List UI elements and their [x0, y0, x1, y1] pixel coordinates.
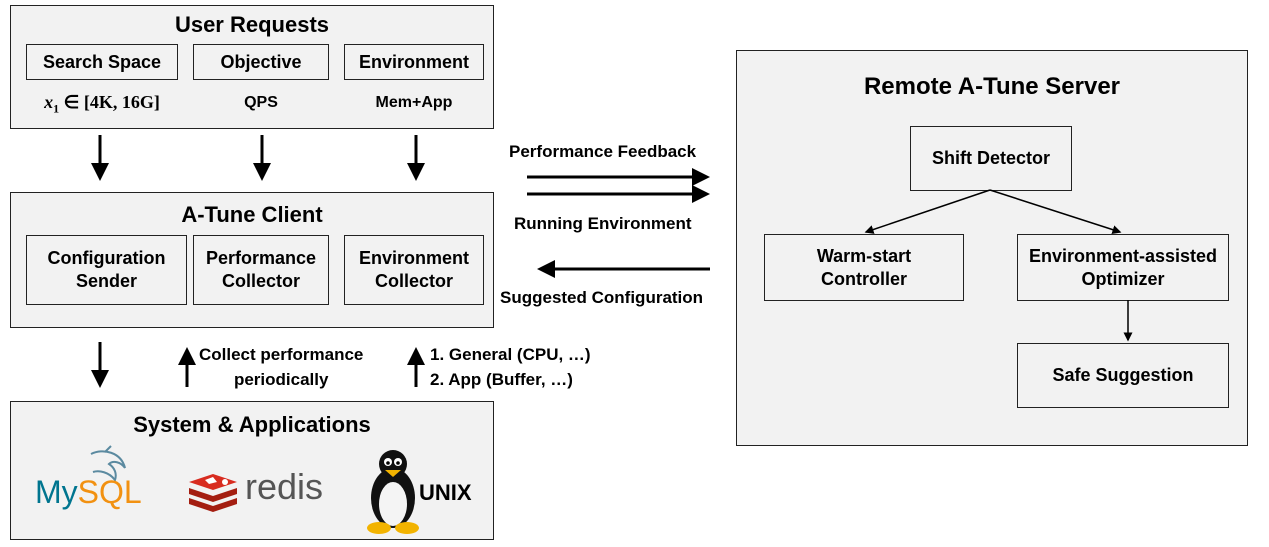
search-space-box: Search Space	[26, 44, 178, 80]
warm-start-controller-box: Warm-start Controller	[764, 234, 964, 301]
shift-detector-box: Shift Detector	[910, 126, 1072, 191]
environment-value: Mem+App	[375, 94, 453, 111]
performance-feedback-label: Performance Feedback	[509, 142, 697, 161]
system-panel: System & Applications MySQL redis	[10, 401, 494, 540]
mysql-text: MySQL	[35, 474, 142, 510]
objective-box: Objective	[193, 44, 329, 80]
suggested-configuration-label: Suggested Configuration	[500, 288, 704, 307]
collect-performance-label: Collect performance periodically	[199, 345, 364, 389]
user-requests-title: User Requests	[174, 12, 330, 37]
client-panel: A-Tune Client Configuration Sender Perfo…	[10, 192, 494, 328]
dolphin-icon	[90, 445, 126, 483]
environment-box: Environment	[344, 44, 484, 80]
arrow-shift-to-warm-start	[864, 189, 991, 234]
user-requests-panel: User Requests Search Space Objective Env…	[10, 5, 494, 129]
environment-info-label: 1. General (CPU, …) 2. App (Buffer, …)	[430, 345, 591, 389]
server-title: Remote A-Tune Server	[863, 73, 1121, 100]
unix-text: UNIX	[419, 480, 472, 505]
unix-logo: UNIX	[363, 446, 493, 538]
arrow-shift-to-optimizer	[989, 189, 1122, 234]
search-space-value: x1 ∈ [4K, 16G]	[44, 92, 160, 116]
environment-collector-box: Environment Collector	[344, 235, 484, 305]
server-panel: Remote A-Tune Server Shift Detector Warm…	[736, 50, 1248, 446]
redis-text: redis	[245, 466, 324, 507]
environment-assisted-optimizer-box: Environment-assisted Optimizer	[1017, 234, 1229, 301]
tux-penguin-icon	[367, 450, 419, 534]
safe-suggestion-box: Safe Suggestion	[1017, 343, 1229, 408]
redis-cube-icon	[189, 474, 237, 512]
objective-value: QPS	[244, 94, 278, 111]
configuration-sender-box: Configuration Sender	[26, 235, 187, 305]
system-title: System & Applications	[133, 412, 371, 437]
client-title: A-Tune Client	[181, 202, 323, 227]
running-environment-label: Running Environment	[514, 214, 692, 233]
mysql-logo: MySQL	[33, 444, 153, 514]
redis-logo: redis	[187, 466, 337, 512]
performance-collector-box: Performance Collector	[193, 235, 329, 305]
